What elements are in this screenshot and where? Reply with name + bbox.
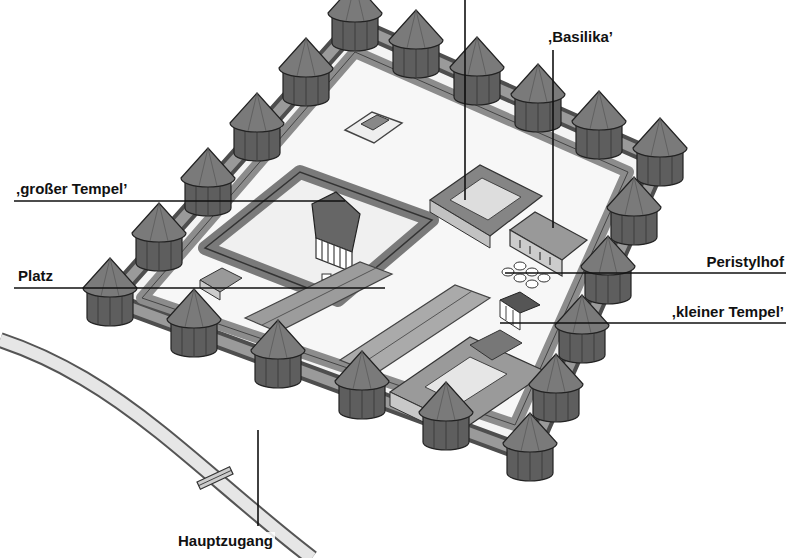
courtyard-building-wall xyxy=(430,200,490,248)
leader-line xyxy=(14,200,345,202)
peristyle-column xyxy=(514,274,526,282)
tower xyxy=(419,382,473,450)
temple-court-porticos xyxy=(205,172,432,300)
temple-columns xyxy=(322,241,346,270)
bridge-deck xyxy=(197,467,233,489)
inner-barracks xyxy=(142,52,628,425)
tower xyxy=(607,177,661,245)
basilica-wall xyxy=(510,230,562,276)
peristyle-column xyxy=(526,280,538,288)
part-label: Hauptzugang xyxy=(176,532,275,550)
shrine-enclosure xyxy=(345,112,402,143)
tower xyxy=(335,351,389,419)
peristyle-column xyxy=(538,274,550,282)
fort-wall xyxy=(110,25,660,455)
tower xyxy=(83,258,137,326)
tower xyxy=(529,354,583,422)
part-label: ‚großer Tempel’ xyxy=(14,180,129,198)
south-hall xyxy=(470,330,522,360)
tower xyxy=(450,37,504,105)
leader-line xyxy=(14,287,385,289)
leader-line xyxy=(505,272,786,274)
bridge xyxy=(197,467,233,489)
tower xyxy=(389,10,443,78)
bridge-line xyxy=(199,470,232,485)
tower xyxy=(328,0,382,51)
leader-line xyxy=(464,0,466,200)
tower xyxy=(279,38,333,106)
long-hall xyxy=(245,262,392,332)
small-temple-columns xyxy=(506,306,513,325)
part-label: Platz xyxy=(16,267,55,285)
leader-line xyxy=(500,322,786,324)
tower xyxy=(511,64,565,132)
small-temple-facade xyxy=(500,300,520,330)
towers xyxy=(83,0,687,481)
temple-court-outline xyxy=(205,172,432,300)
tower xyxy=(633,118,687,186)
tower xyxy=(503,413,557,481)
part-label: ‚kleiner Tempel’ xyxy=(670,303,786,321)
tower xyxy=(251,320,305,388)
peristyle-column xyxy=(502,268,514,276)
peristyle-column xyxy=(526,268,538,276)
tower xyxy=(181,148,235,216)
part-label: Peristylhof xyxy=(704,253,786,271)
leader-line xyxy=(552,50,554,228)
leader-lines xyxy=(14,0,786,526)
part-label: ‚Basilika’ xyxy=(546,28,615,46)
tower xyxy=(230,93,284,161)
inner-barracks-edge xyxy=(142,52,628,425)
peristyle-column xyxy=(514,262,526,270)
temple-facade xyxy=(316,238,352,272)
wall-walk xyxy=(110,25,660,455)
peristyle xyxy=(502,262,550,288)
tower xyxy=(132,203,186,271)
leader-line xyxy=(257,430,259,526)
tower xyxy=(572,91,626,159)
tower xyxy=(555,295,609,363)
shrine xyxy=(361,115,389,130)
basilica-windows xyxy=(520,240,550,265)
tower xyxy=(581,236,635,304)
side-building-wall xyxy=(200,280,220,300)
courtyard xyxy=(450,178,521,220)
long-hall-ridge xyxy=(262,268,376,325)
tower xyxy=(167,289,221,357)
